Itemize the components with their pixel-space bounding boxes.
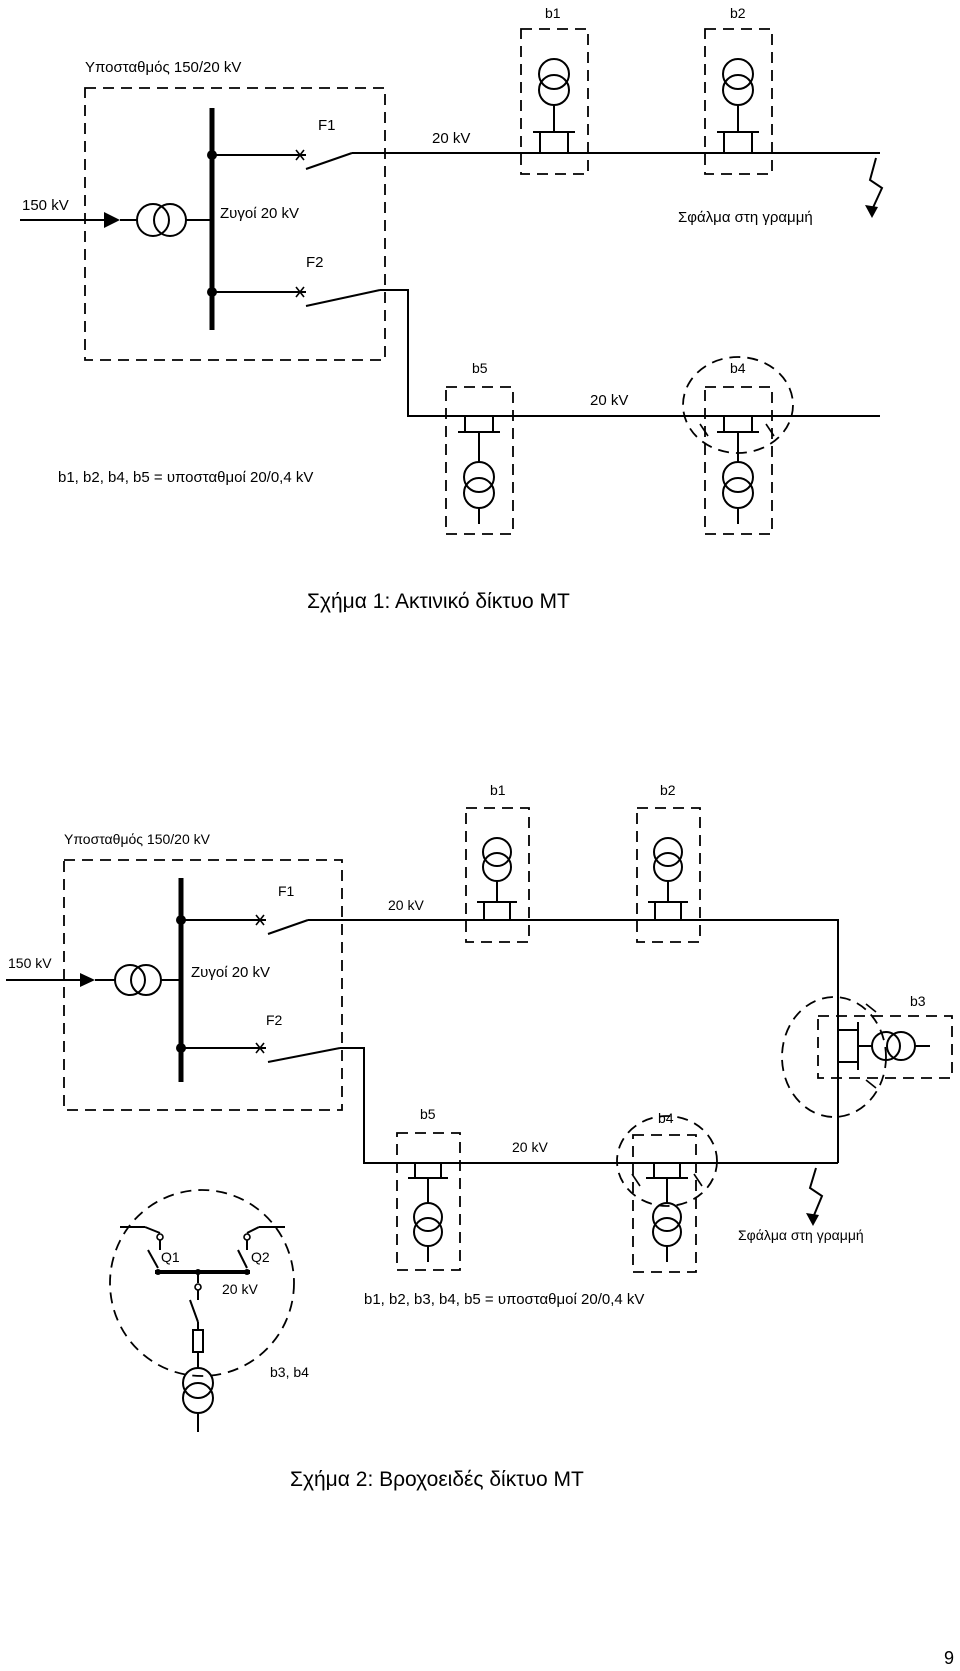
feeder-f2-breaker-icon [255,1042,341,1063]
load-switch-icon [189,1299,199,1323]
fuse-icon [192,1329,204,1353]
figure-1-radial-network: Υποσταθμός 150/20 kV 150 kV Ζυγοί 20 kV … [20,5,884,535]
station-b5-label: b5 [472,360,488,376]
station-b2-label: b2 [660,782,676,798]
stations-legend: b1, b2, b3, b4, b5 = υποσταθμοί 20/0,4 k… [364,1291,644,1308]
feeder-f1-label: F1 [318,117,336,134]
transformer-icon [538,58,570,106]
substation-label: Υποσταθμός 150/20 kV [64,831,211,847]
switch-q2-icon [237,1249,248,1269]
substation-150-20-box [63,859,343,1111]
ring-unit-detail: Q1 Q2 20 kV b3, b4 [109,1189,309,1432]
transformer-icon [722,58,754,106]
busbar-label: Ζυγοί 20 kV [191,964,270,981]
transformer-icon [652,1202,682,1247]
transformer-icon [182,1367,214,1414]
station-b1-label: b1 [490,782,506,798]
switch-q1-label: Q1 [161,1249,180,1265]
transformer-icon [463,461,495,509]
incoming-arrow-icon [104,212,120,228]
station-b2: b2 [636,782,701,943]
line-bottom-voltage: 20 kV [590,392,628,409]
station-b4-label: b4 [658,1110,674,1126]
ring-line-top [308,919,839,1163]
feeder-f2-breaker-icon [295,286,381,307]
page-number: 9 [944,1648,954,1668]
feeder-f1-label: F1 [278,883,295,899]
station-b3-label: b3 [910,993,926,1009]
source-voltage-label: 150 kV [22,197,69,214]
transformer-icon [413,1202,443,1247]
detail-bus-voltage: 20 kV [222,1281,258,1297]
fault-lightning-icon [865,157,884,218]
figure-1-caption: Σχήμα 1: Ακτινικό δίκτυο ΜΤ [307,590,570,613]
station-b2: b2 [704,5,773,175]
station-b4: b4 [616,1110,718,1273]
transformer-icon [482,837,512,882]
station-b4: b4 [682,356,794,535]
feeder-f1-breaker-icon [295,149,353,170]
station-b5: b5 [445,360,514,535]
fault-lightning-icon [806,1167,824,1226]
figure-2-ring-network: Υποσταθμός 150/20 kV 150 kV Ζυγοί 20 kV … [6,782,953,1432]
feeder-f2-label: F2 [306,254,324,271]
main-transformer-icon [114,964,162,996]
station-b4-label: b4 [730,360,746,376]
line-top-voltage: 20 kV [388,897,424,913]
busbar-label: Ζυγοί 20 kV [220,205,299,222]
source-voltage-label: 150 kV [8,955,52,971]
station-b1: b1 [465,782,530,943]
station-b3: b3 [781,993,953,1118]
stations-legend: b1, b2, b4, b5 = υποσταθμοί 20/0,4 kV [58,469,313,486]
station-b5-label: b5 [420,1106,436,1122]
feeder-f1-breaker-icon [255,914,309,935]
ring-line-bottom [340,1047,838,1164]
figure-2-caption: Σχήμα 2: Βροχοειδές δίκτυο ΜΤ [290,1468,584,1491]
station-b2-label: b2 [730,5,746,21]
fault-label: Σφάλμα στη γραμμή [738,1227,864,1243]
switch-q1-icon [147,1249,159,1269]
incoming-arrow-icon [80,973,95,987]
station-b1: b1 [520,5,589,175]
station-b5: b5 [396,1106,461,1271]
transformer-icon [653,837,683,882]
transformer-icon [871,1031,916,1061]
line-bottom-voltage: 20 kV [512,1139,548,1155]
feeder-f2-label: F2 [266,1012,283,1028]
substation-150-20-box [84,87,386,361]
switch-q2-label: Q2 [251,1249,270,1265]
substation-label: Υποσταθμός 150/20 kV [85,59,241,76]
fault-label: Σφάλμα στη γραμμή [678,209,813,226]
transformer-icon [722,461,754,509]
detail-applies-to: b3, b4 [270,1364,309,1380]
main-transformer-icon [136,203,187,237]
line-bottom-20kv [380,289,880,417]
line-top-voltage: 20 kV [432,130,470,147]
station-b1-label: b1 [545,5,561,21]
